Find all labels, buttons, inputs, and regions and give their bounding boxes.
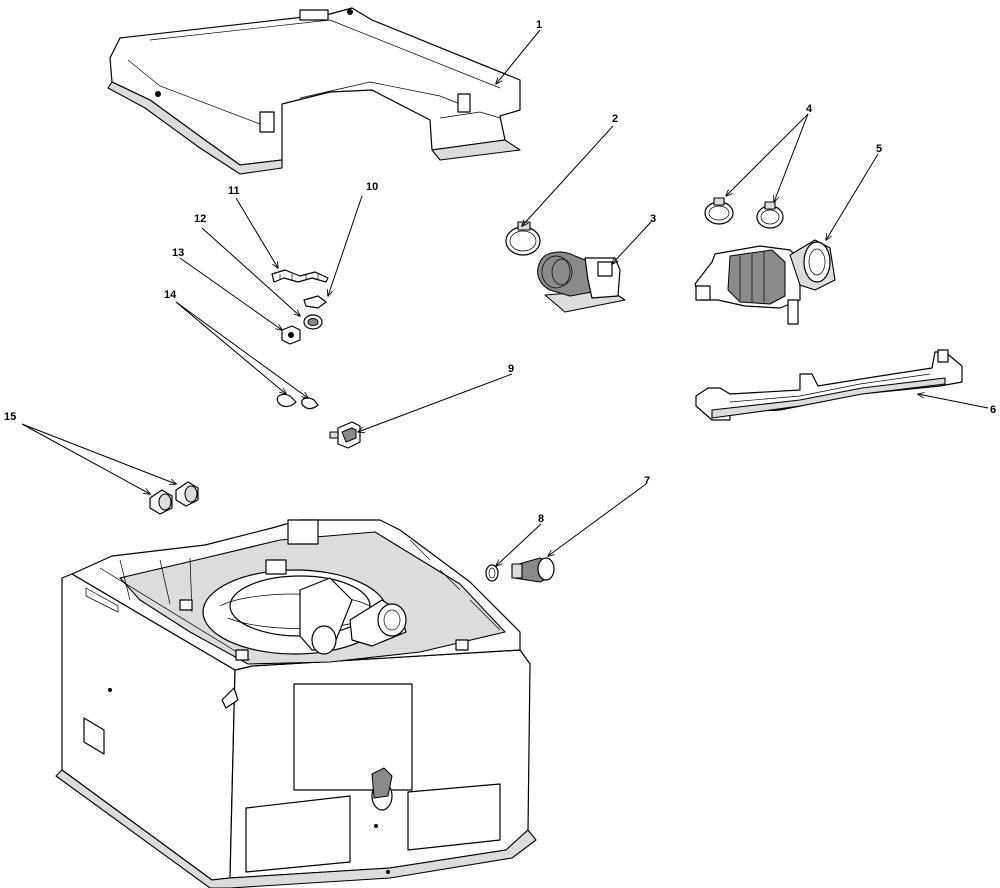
callout-9: 9 <box>508 363 514 375</box>
part-15-fittings <box>149 481 199 515</box>
callout-7: 7 <box>644 475 650 487</box>
part-7-valve <box>511 557 555 583</box>
callout-13: 13 <box>172 247 184 259</box>
main-tub-base <box>55 519 537 888</box>
callout-3: 3 <box>650 213 656 225</box>
callout-4: 4 <box>806 103 813 115</box>
callout-11: 11 <box>228 185 240 197</box>
part-11-wire-harness <box>271 269 329 283</box>
callout-labels: 1 2 3 4 5 6 7 8 9 10 11 12 13 14 15 <box>4 19 996 525</box>
part-3-drain-pump <box>537 251 626 313</box>
callout-8: 8 <box>538 513 544 525</box>
part-14-wire-clips <box>276 393 319 410</box>
part-12-grommet <box>303 314 323 330</box>
part-8-o-ring <box>485 564 499 582</box>
callout-6: 6 <box>990 404 996 416</box>
callout-14: 14 <box>164 289 177 301</box>
part-9-sensor <box>329 421 361 449</box>
leader-lines <box>21 29 989 566</box>
part-1-cover-plate <box>107 7 521 175</box>
callout-10: 10 <box>366 181 378 193</box>
callout-15: 15 <box>4 411 16 423</box>
callout-12: 12 <box>194 213 206 225</box>
part-13-nut <box>281 325 301 345</box>
callout-1: 1 <box>536 19 542 31</box>
callout-5: 5 <box>876 143 882 155</box>
callout-2: 2 <box>612 113 618 125</box>
part-2-hose-clamp <box>505 221 541 256</box>
part-6-bracket-rail <box>695 349 963 421</box>
part-4-hose-clamps <box>704 197 784 229</box>
part-10-clip <box>303 295 327 309</box>
part-5-pump-motor <box>694 239 836 325</box>
